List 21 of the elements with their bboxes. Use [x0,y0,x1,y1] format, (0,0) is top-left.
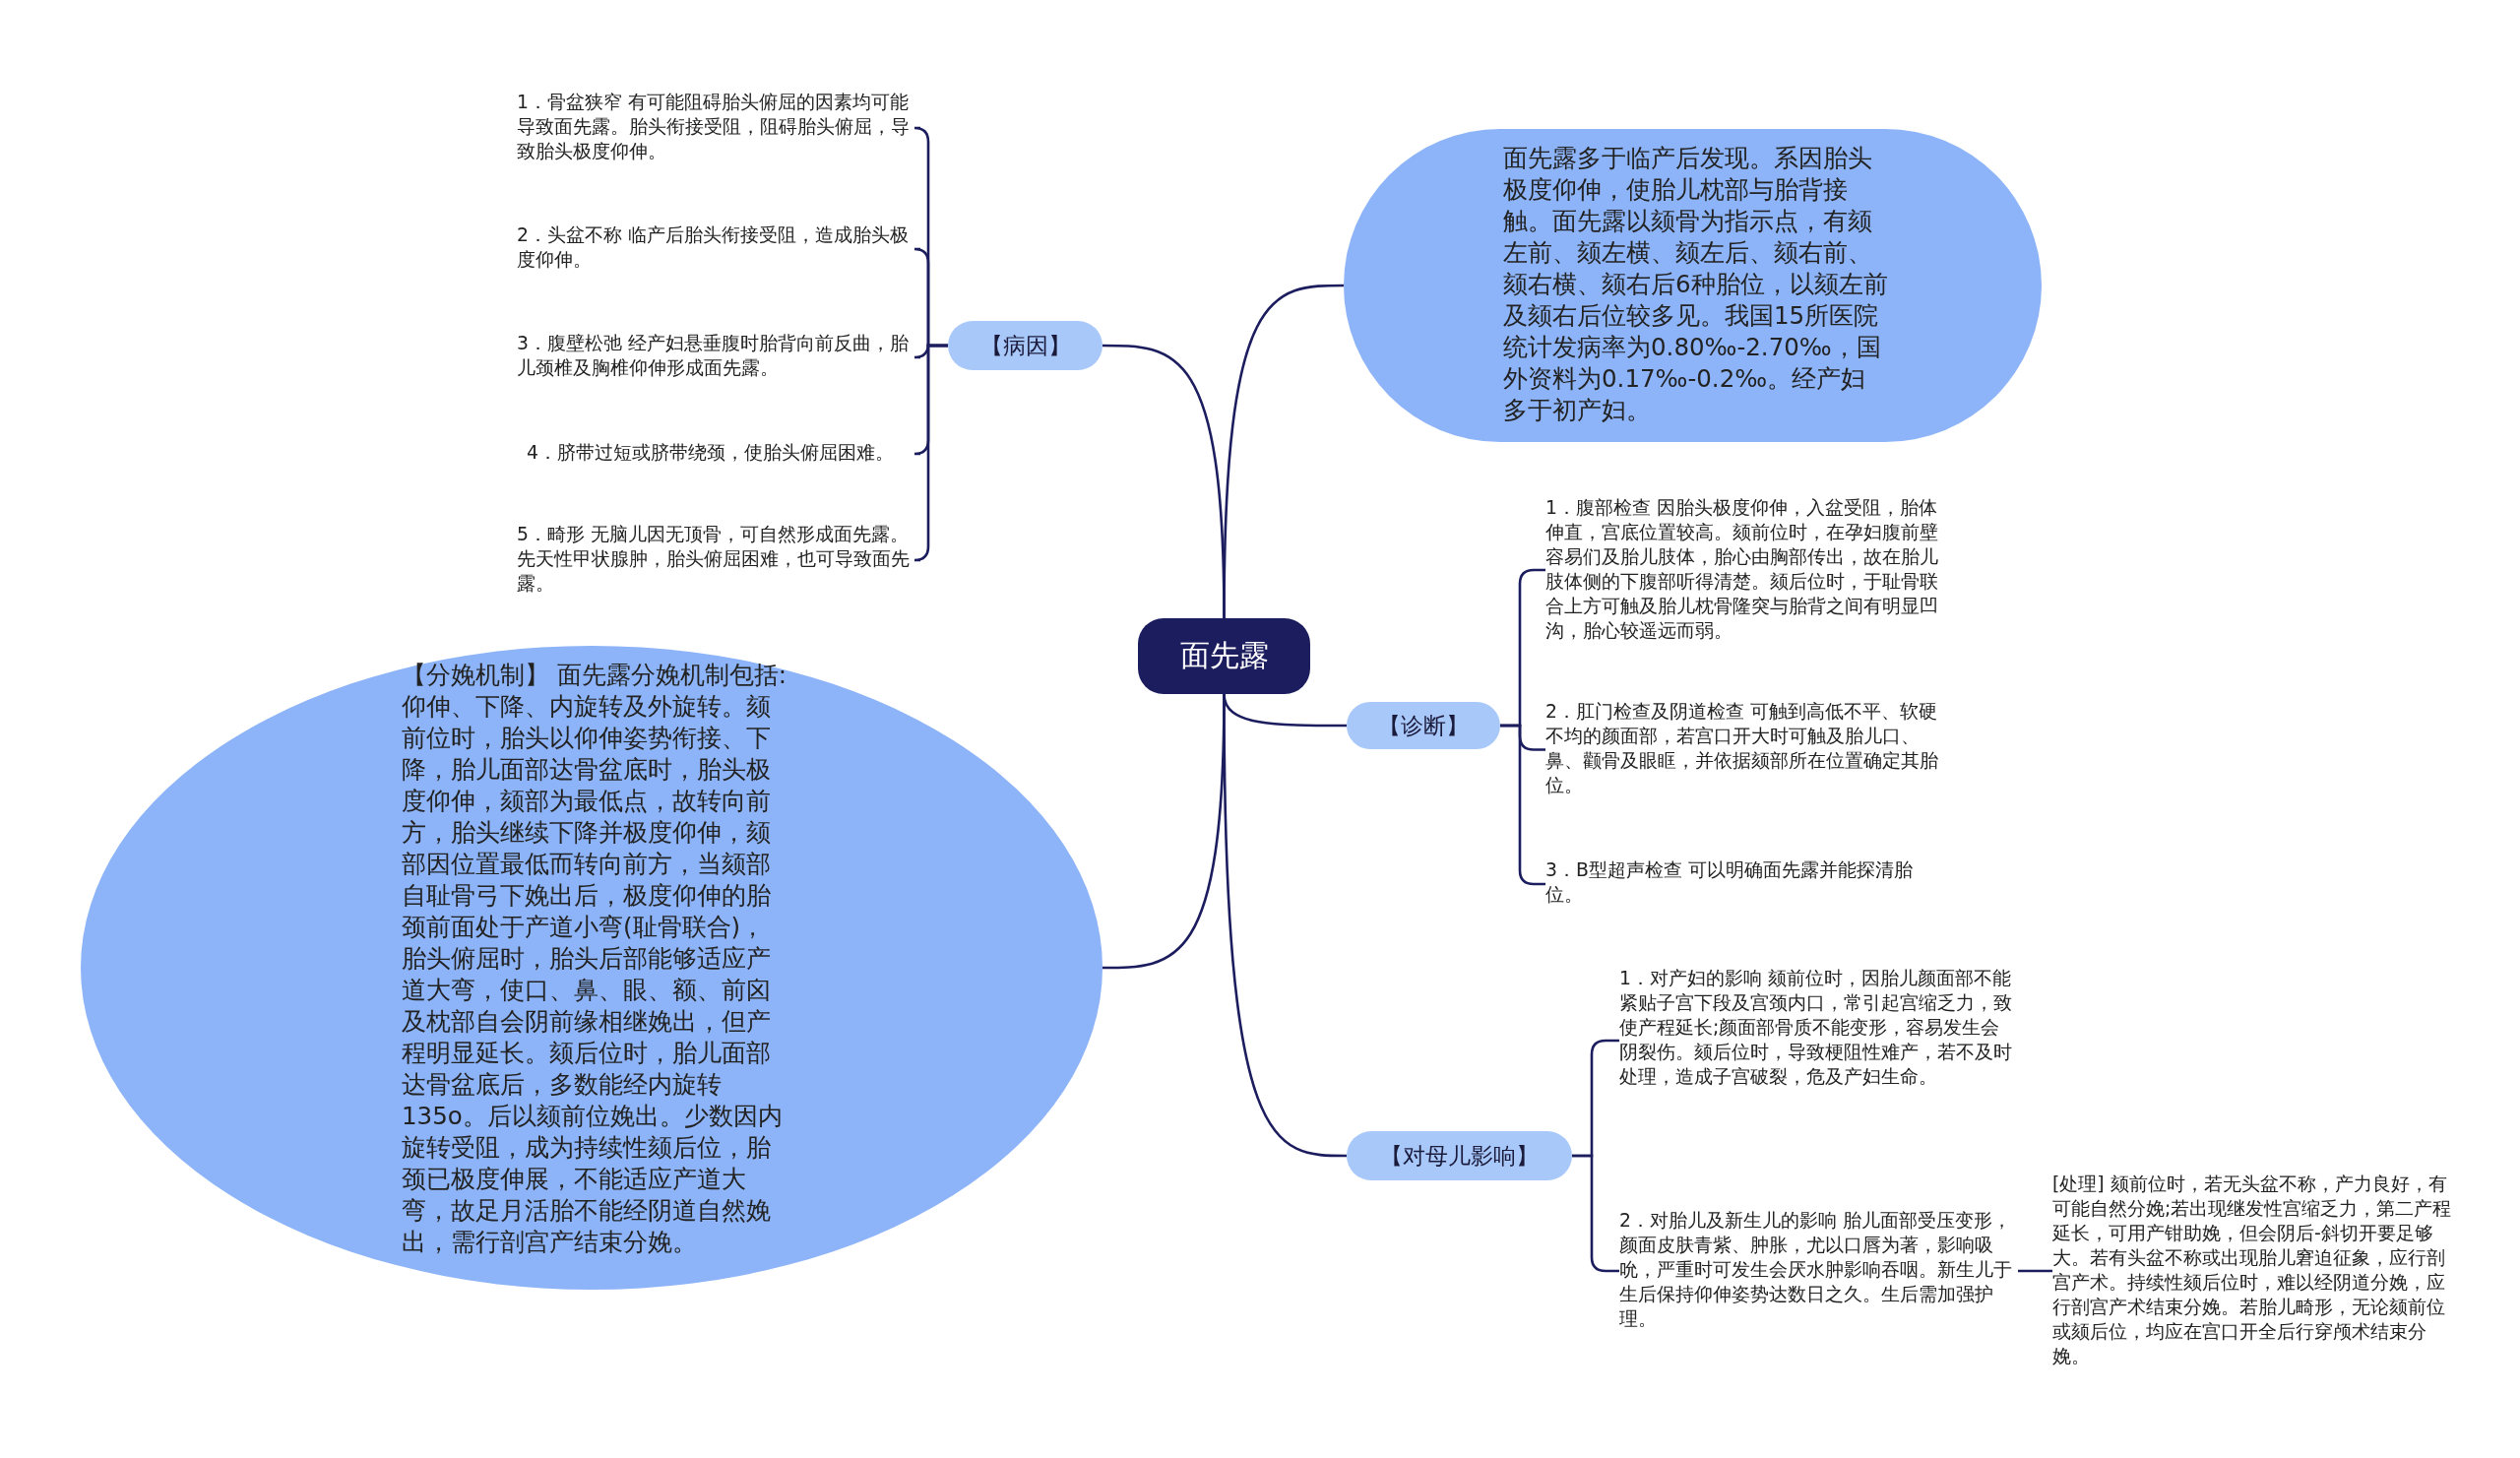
branch-label: 【对母儿影响】 [1347,1131,1572,1180]
connector-line [1102,693,1226,970]
note-text: 2．对胎儿及新生儿的影响 胎儿面部受压变形，颜面皮肤青紫、肿胀，尤以口唇为著，影响吸吮，严重时可发生会厌水肿影响吞咽。新生儿于生后保持仰伸姿势达数日之久。生后需加强护理。 [1619,1208,2018,1334]
note-text: 2．头盆不称 临产后胎头衔接受阻，造成胎头极度仰伸。 [517,222,920,276]
note-text: 1．骨盆狭窄 有可能阻碍胎头俯屈的因素均可能导致面先露。胎头衔接受阻，阻碍胎头俯屈，导致胎头极度仰伸。 [517,90,920,166]
connector-line [913,344,948,562]
note-text: 1．对产妇的影响 颏前位时，因胎儿颜面部不能紧贴子宫下段及宫颈内口，常引起宫缩乏力，致使产程延长;颜面部骨质不能变形，容易发生会阴裂伤。颏后位时，导致梗阻性难产，若不及时处理，造成子宫破裂，危及产妇生命。 [1619,966,2018,1115]
central-topic: 面先露 [1138,618,1310,694]
branch-label: 【病因】 [948,321,1102,370]
note-text: 3．B型超声检查 可以明确面先露并能探清胎位。 [1545,857,1944,911]
connector-line [2018,1269,2052,1273]
branch-label: 【诊断】 [1347,702,1500,749]
note-text: 2．肛门检查及阴道检查 可触到高低不平、软硬不均的颜面部，若宫口开大时可触及胎儿口、鼻、颧骨及眼眶，并依据颏部所在位置确定其胎位。 [1545,699,1944,800]
connector-line [1223,284,1344,618]
topic-bubble: 面先露多于临产后发现。系因胎头极度仰伸，使胎儿枕部与胎背接触。面先露以颏骨为指示点，有颏左前、颏左横、颏左后、颏右前、颏右横、颏右后6种胎位，以颏左前及颏右后位较多见。我国15所医院统计发病率为0.80‰-2.70‰，国外资料为0.17‰-0.2‰。经产妇多于初产妇。 [1344,129,2042,442]
note-text: 4．脐带过短或脐带绕颈，使胎头俯屈困难。 [527,440,920,468]
topic-bubble: 【分娩机制】 面先露分娩机制包括:仰伸、下降、内旋转及外旋转。颏前位时，胎头以仰伸姿势衔接、下降，胎儿面部达骨盆底时，胎头极度仰伸，颏部为最低点，故转向前方，胎头继续下降并极度仰伸，颏部因位置最低而转向前方，当颏部自耻骨弓下娩出后，极度仰伸的胎颈前面处于产道小弯(耻骨联合)，胎头俯屈时，胎头后部能够适应产道大弯，使口、鼻、眼、额、前囟及枕部自会阴前缘相继娩出，但产程明显延长。颏后位时，胎儿面部达骨盆底后，多数能经内旋转135o。后以颏前位娩出。少数因内旋转受阻，成为持续性颏后位，胎颈已极度伸展，不能适应产道大弯，故足月活胎不能经阴道自然娩出，需行剖宫产结束分娩。 [81,646,1102,1290]
note-text: 1．腹部检查 因胎头极度仰伸，入盆受阻，胎体伸直，宫底位置较高。颏前位时，在孕妇腹前壁容易们及胎儿肢体，胎心由胸部传出，故在胎儿肢体侧的下腹部听得清楚。颏后位时，于耻骨联合上方可触及胎儿枕骨隆突与胎背之间有明显凹沟，胎心较遥远而弱。 [1545,495,1944,645]
note-text: [处理] 颏前位时，若无头盆不称，产力良好，有可能自然分娩;若出现继发性宫缩乏力，第二产程延长，可用产钳助娩，但会阴后-斜切开要足够大。若有头盆不称或出现胎儿窘迫征象，应行剖宫产术。持续性颏后位时，难以经阴道分娩，应行剖宫产术结束分娩。若胎儿畸形，无论颏前位或颏后位，均应在宫口开全后行穿颅术结束分娩。 [2052,1172,2456,1371]
note-text: 5．畸形 无脑儿因无顶骨，可自然形成面先露。先天性甲状腺肿，胎头俯屈困难，也可导致面先露。 [517,522,920,599]
note-text: 3．腹壁松弛 经产妇悬垂腹时胎背向前反曲，胎儿颈椎及胸椎仰伸形成面先露。 [517,331,920,384]
